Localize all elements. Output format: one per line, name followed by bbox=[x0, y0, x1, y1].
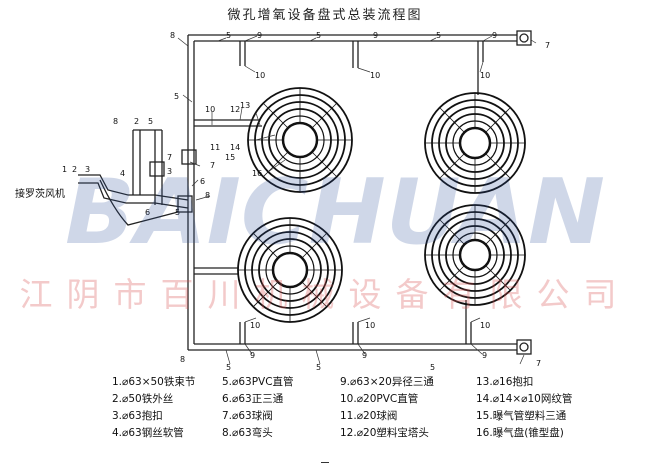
callout-16-disc: 16 bbox=[252, 169, 262, 178]
inlet-tee bbox=[177, 195, 193, 213]
callout-10-bottom-left: 10 bbox=[250, 321, 260, 330]
legend-item: 15.曝气管塑料三通 bbox=[476, 410, 567, 422]
callout-5-bottom-mid: 5 bbox=[316, 363, 321, 372]
callout-9-bottom-mid: 9 bbox=[362, 351, 367, 360]
callout-10-bottom-right: 10 bbox=[480, 321, 490, 330]
bottom-clamp-mid bbox=[352, 322, 359, 344]
callout-10-top-mid: 10 bbox=[370, 71, 380, 80]
legend-item: 7.⌀63球阀 bbox=[222, 410, 273, 422]
callout-9-top-left: 9 bbox=[257, 31, 262, 40]
callout-9-top-mid: 9 bbox=[373, 31, 378, 40]
callout-2-inlet: 2 bbox=[134, 117, 139, 126]
callout-3-inlet: 3 bbox=[167, 167, 172, 176]
callout-11-branch: 11 bbox=[210, 143, 220, 152]
bottom-right-valve bbox=[516, 339, 532, 355]
legend-item: 16.曝气盘(锥型盘) bbox=[476, 427, 564, 439]
callout-5-top-right: 5 bbox=[436, 31, 441, 40]
callout-7-mid: 7 bbox=[210, 161, 215, 170]
legend-row: 2.⌀50铁外丝 6.⌀63正三通 10.⌀20PVC直管 14.⌀14×⌀10… bbox=[112, 391, 650, 408]
callout-7-inlet: 7 bbox=[167, 153, 172, 162]
branch-lower-left bbox=[194, 267, 238, 275]
watermark-company-text: 江阴市百川机械设备有限公司 bbox=[19, 275, 631, 314]
legend-item: 8.⌀63弯头 bbox=[222, 427, 273, 439]
aeration-disc-upper-right bbox=[424, 92, 526, 194]
callout-15-branch: 15 bbox=[225, 153, 235, 162]
aeration-discs bbox=[237, 87, 526, 323]
aeration-disc-lower-left bbox=[237, 217, 343, 323]
callout-5-top-mid: 5 bbox=[316, 31, 321, 40]
callout-13-branch: 13 bbox=[240, 101, 250, 110]
callout-8-bottom: 8 bbox=[180, 355, 185, 364]
callout-7-bottom-right: 7 bbox=[536, 359, 541, 368]
callout-5-inlet-b: 5 bbox=[175, 208, 180, 217]
legend-item: 9.⌀63×20异径三通 bbox=[340, 376, 434, 388]
callout-8-mid: 8 bbox=[205, 191, 210, 200]
top-right-valve bbox=[516, 30, 532, 46]
inlet-hose bbox=[99, 179, 179, 226]
aeration-disc-lower-right bbox=[424, 204, 526, 306]
legend-item: 12.⌀20塑料宝塔头 bbox=[340, 427, 429, 439]
page-mark bbox=[321, 462, 329, 463]
callout-12-branch: 12 bbox=[230, 105, 240, 114]
callout-5-bottom-left: 5 bbox=[226, 363, 231, 372]
blower-inlet-label: 接罗茨风机 bbox=[15, 189, 65, 200]
top-main-pipe bbox=[188, 34, 517, 42]
callout-9-bottom-right: 9 bbox=[482, 351, 487, 360]
watermark-logo: BAICHUAN bbox=[65, 160, 605, 265]
legend-item: 6.⌀63正三通 bbox=[222, 393, 284, 405]
callout-2-inlet-b: 2 bbox=[72, 165, 77, 174]
callout-4-inlet: 4 bbox=[120, 169, 125, 178]
mid-tee bbox=[181, 149, 197, 165]
legend-item: 11.⌀20球阀 bbox=[340, 410, 398, 422]
callout-14-branch: 14 bbox=[230, 143, 240, 152]
bottom-clamp-right bbox=[465, 322, 472, 344]
top-clamp-left bbox=[239, 41, 246, 66]
callout-8-inlet: 8 bbox=[113, 117, 118, 126]
legend-item: 4.⌀63钢丝软管 bbox=[112, 427, 184, 439]
callout-10-branch: 10 bbox=[205, 105, 215, 114]
diagram-title: 微孔增氧设备盘式总装流程图 bbox=[227, 8, 423, 23]
callout-1-inlet: 1 bbox=[62, 165, 67, 174]
top-clamp-right bbox=[477, 41, 484, 62]
callout-10-top-right: 10 bbox=[480, 71, 490, 80]
legend-item: 1.⌀63×50铁束节 bbox=[112, 376, 196, 388]
inlet-riser bbox=[132, 130, 141, 195]
callout-5-top-left: 5 bbox=[226, 31, 231, 40]
inlet-pipe bbox=[78, 174, 189, 209]
callout-3-inlet-b: 3 bbox=[85, 165, 90, 174]
legend-row: 1.⌀63×50铁束节 5.⌀63PVC直管 9.⌀63×20异径三通 13.⌀… bbox=[112, 374, 650, 391]
legend-row: 3.⌀63抱扣 7.⌀63球阀 11.⌀20球阀 15.曝气管塑料三通 bbox=[112, 408, 650, 425]
legend-item: 13.⌀16抱扣 bbox=[476, 376, 534, 388]
legend-row: 4.⌀63钢丝软管 8.⌀63弯头 12.⌀20塑料宝塔头 16.曝气盘(锥型盘… bbox=[112, 425, 650, 442]
callout-5-bottom-right: 5 bbox=[430, 363, 435, 372]
bottom-main-pipe bbox=[188, 343, 517, 351]
bottom-clamp-left bbox=[239, 322, 246, 344]
callout-10-top-left: 10 bbox=[255, 71, 265, 80]
legend-item: 2.⌀50铁外丝 bbox=[112, 393, 174, 405]
parts-legend: 1.⌀63×50铁束节 5.⌀63PVC直管 9.⌀63×20异径三通 13.⌀… bbox=[112, 374, 650, 442]
callout-5-inlet: 5 bbox=[148, 117, 153, 126]
legend-item: 14.⌀14×⌀10网纹管 bbox=[476, 393, 573, 405]
inlet-riser-2 bbox=[154, 130, 163, 205]
legend-item: 3.⌀63抱扣 bbox=[112, 410, 163, 422]
callout-6-inlet: 6 bbox=[145, 208, 150, 217]
watermark-logo-text: BAICHUAN bbox=[65, 160, 605, 265]
callout-8-top: 8 bbox=[170, 31, 175, 40]
callout-7-top-right: 7 bbox=[545, 41, 550, 50]
callout-5-left: 5 bbox=[174, 92, 179, 101]
aeration-disc-upper-left bbox=[247, 87, 353, 193]
left-vertical-pipe bbox=[187, 35, 195, 350]
leader-lines bbox=[177, 35, 537, 365]
callout-9-top-right: 9 bbox=[492, 31, 497, 40]
callout-9-bottom-left: 9 bbox=[250, 351, 255, 360]
inlet-valve bbox=[149, 161, 165, 177]
legend-item: 10.⌀20PVC直管 bbox=[340, 393, 419, 405]
legend-item: 5.⌀63PVC直管 bbox=[222, 376, 294, 388]
callout-6-mid: 6 bbox=[200, 177, 205, 186]
callout-10-bottom-mid: 10 bbox=[365, 321, 375, 330]
top-clamp-mid bbox=[352, 41, 359, 68]
